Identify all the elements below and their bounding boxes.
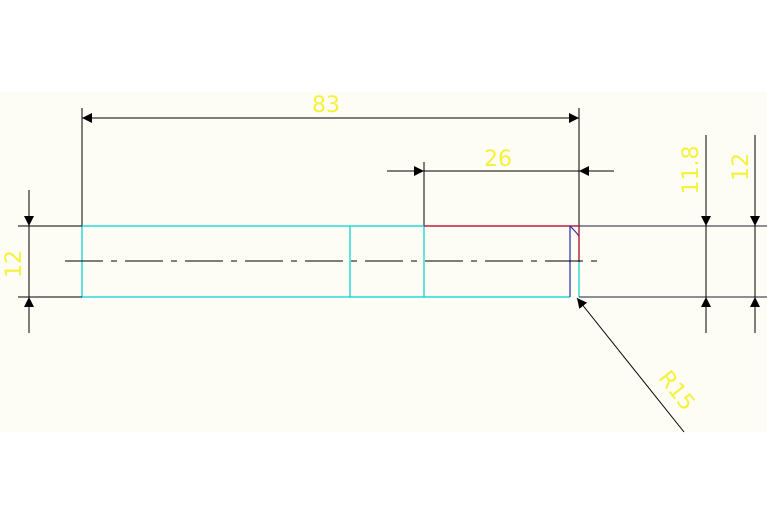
radius-leader-line (576, 297, 685, 433)
dimension-text-right-height-b: 12 (729, 153, 754, 181)
dimension-segment-length[interactable]: 26 (387, 147, 614, 226)
dimension-overall-length[interactable]: 83 (81, 93, 580, 226)
dimension-right-height-a[interactable]: 11.8 (679, 135, 711, 333)
dimension-right-height-b[interactable]: 12 (729, 135, 760, 333)
dimension-text-right-height-a: 11.8 (679, 146, 704, 195)
dimension-text-overall-length: 83 (312, 93, 340, 118)
drawing-sheet (0, 92, 767, 432)
dimension-left-height[interactable]: 12 (2, 190, 34, 333)
dimension-text-segment-length: 26 (484, 147, 512, 172)
dimension-text-left-height: 12 (2, 250, 27, 278)
